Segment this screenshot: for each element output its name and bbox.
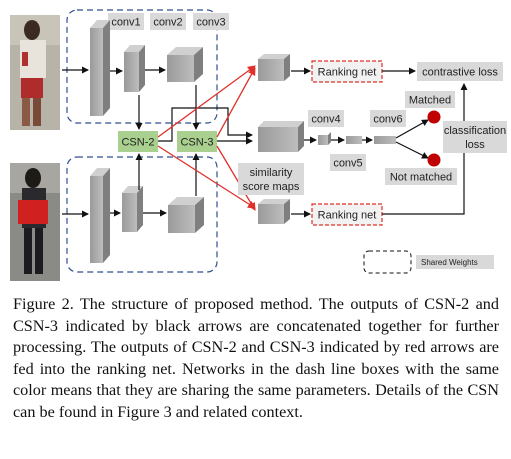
similarity-label-line1: similarity xyxy=(250,167,293,179)
similarity-label-line2: score maps xyxy=(243,181,300,193)
ranking-net-label-bottom: Ranking net xyxy=(318,210,377,222)
conv2-block-bottom xyxy=(122,186,143,232)
csn-3-box xyxy=(177,131,217,152)
conv3-label: conv3 xyxy=(196,17,225,29)
conv1-block-top xyxy=(90,20,110,116)
conv6-label: conv6 xyxy=(373,114,402,126)
matched-label: Matched xyxy=(409,95,451,107)
contrastive-loss-label: contrastive loss xyxy=(422,67,498,79)
legend-dashed-box xyxy=(363,250,412,274)
csn-2-box xyxy=(118,131,158,152)
not-matched-dot xyxy=(427,153,441,167)
classification-loss-line1: classification xyxy=(444,125,506,137)
ranking-net-label-top: Ranking net xyxy=(318,67,377,79)
conv4-block xyxy=(318,132,331,145)
conv3-block-bottom xyxy=(168,197,204,233)
classification-loss-line2: loss xyxy=(465,139,485,151)
csn-3-label: CSN-3 xyxy=(180,137,213,149)
score-map-block-middle xyxy=(258,121,304,152)
person-image-bottom xyxy=(10,163,60,281)
not-matched-label: Not matched xyxy=(390,172,452,184)
method-diagram: conv1 conv2 conv3 CSN-2 xyxy=(10,9,507,281)
matched-dot xyxy=(427,110,441,124)
conv5-label: conv5 xyxy=(333,158,362,170)
conv1-label: conv1 xyxy=(111,17,140,29)
shared-weights-box-top xyxy=(66,9,218,124)
conv5-block xyxy=(346,136,362,144)
figure-caption: Figure 2. The structure of proposed meth… xyxy=(13,295,499,421)
score-map-block-top xyxy=(258,54,290,81)
conv1-block-bottom xyxy=(90,168,110,263)
conv6-block xyxy=(374,136,396,144)
score-map-block-bottom xyxy=(258,199,290,224)
conv3-block-top xyxy=(167,47,203,82)
csn-2-label: CSN-2 xyxy=(121,137,154,149)
conv4-label: conv4 xyxy=(311,114,340,126)
legend-shared-weights-label: Shared Weights xyxy=(421,258,478,267)
conv2-block-top xyxy=(124,45,145,92)
person-image-top xyxy=(10,15,60,130)
conv2-label: conv2 xyxy=(153,17,182,29)
